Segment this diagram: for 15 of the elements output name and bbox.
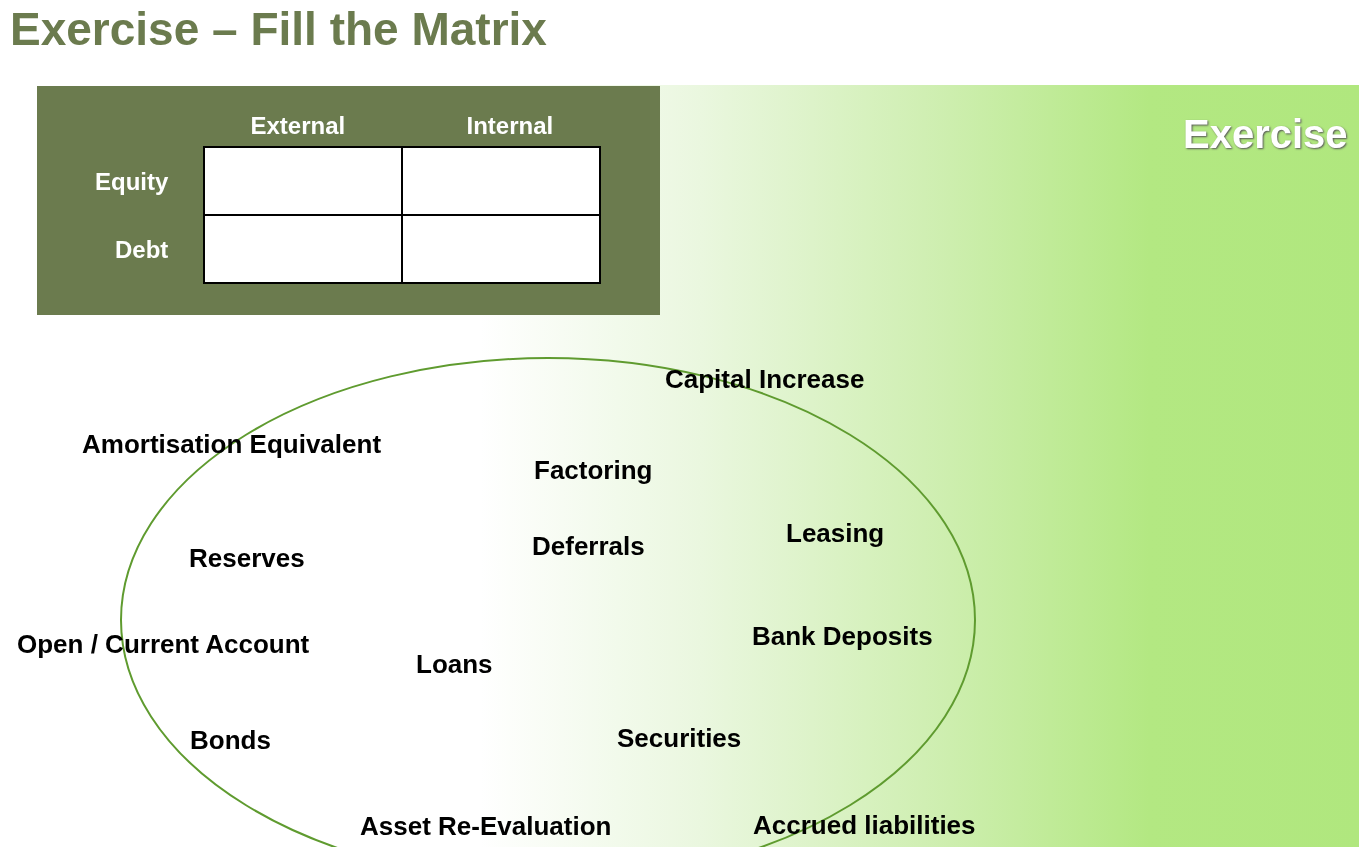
- term-label: Deferrals: [532, 531, 645, 562]
- term-label: Reserves: [189, 543, 305, 574]
- column-header: Internal: [466, 112, 554, 140]
- column-header: External: [250, 112, 346, 140]
- slide-title: Exercise – Fill the Matrix: [10, 2, 547, 56]
- term-label: Loans: [416, 649, 493, 680]
- term-label: Factoring: [534, 455, 653, 486]
- section-tag: Exercise: [1183, 112, 1348, 157]
- term-label: Bank Deposits: [752, 621, 933, 652]
- row-header: Debt: [115, 236, 169, 264]
- term-label: Securities: [617, 723, 742, 754]
- term-label: Asset Re-Evaluation: [360, 811, 612, 842]
- term-label: Leasing: [786, 518, 885, 549]
- row-header: Equity: [95, 168, 169, 196]
- term-label: Bonds: [190, 725, 271, 756]
